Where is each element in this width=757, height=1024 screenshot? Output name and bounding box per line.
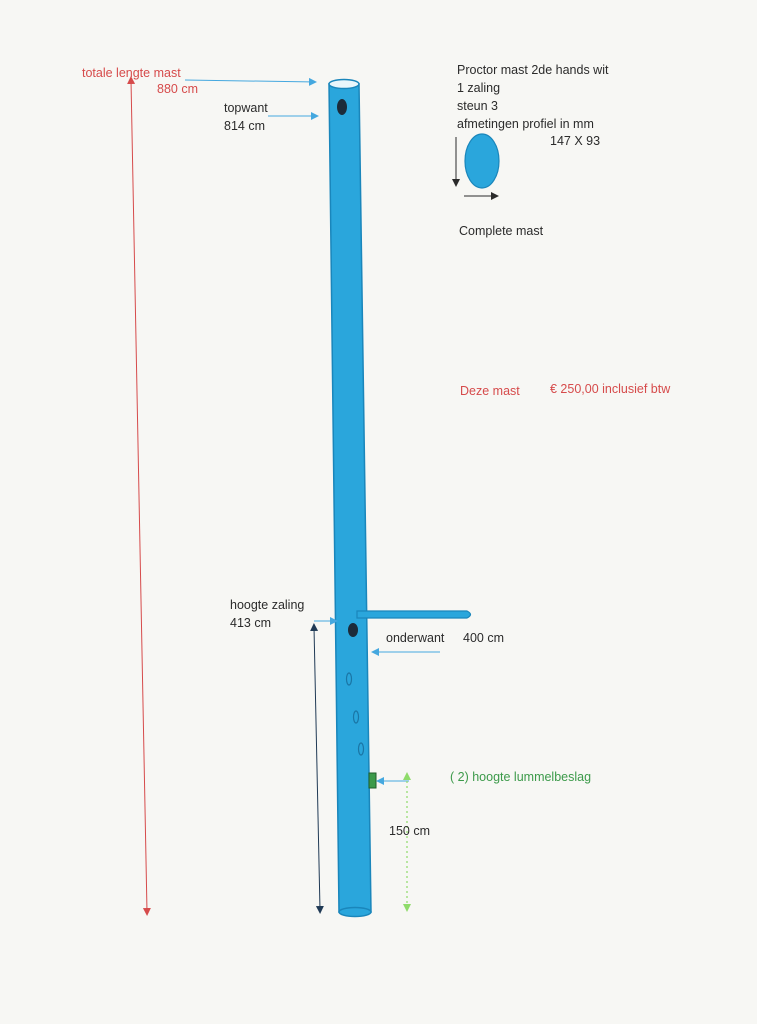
info-line-1: Proctor mast 2de hands wit — [457, 63, 609, 77]
info-line-4: afmetingen profiel in mm — [457, 117, 594, 131]
info-line-3: steun 3 — [457, 99, 498, 113]
total-length-arrow — [127, 76, 151, 916]
mast-base — [338, 906, 372, 918]
profile-dimensions: 147 X 93 — [550, 134, 600, 148]
spreader-height-title: hoogte zaling — [230, 598, 304, 612]
oval-cross-section-icon — [452, 133, 500, 200]
gooseneck-value: 150 cm — [389, 824, 430, 838]
total-length-title: totale lengte mast — [82, 66, 181, 80]
slot-2 — [352, 710, 360, 724]
spreader-hole — [348, 623, 358, 637]
price-value: € 250,00 inclusief btw — [550, 382, 671, 396]
slot-3 — [357, 742, 365, 756]
topwant-value: 814 cm — [224, 119, 265, 133]
total-length-value: 880 cm — [157, 82, 198, 96]
mast-tube — [328, 83, 372, 913]
gooseneck-title: ( 2) hoogte lummelbeslag — [450, 770, 591, 784]
slot-1 — [345, 672, 353, 686]
spreader-height-arrow — [310, 623, 324, 914]
topwant-title: topwant — [224, 101, 268, 115]
spreader-height-value: 413 cm — [230, 616, 271, 630]
lower-shroud-value: 400 cm — [463, 631, 504, 645]
gooseneck-fitting — [368, 772, 377, 789]
spreader-arm — [356, 610, 472, 619]
total-length-pointer — [184, 77, 317, 86]
complete-mast-label: Complete mast — [459, 224, 544, 238]
info-line-2: 1 zaling — [457, 81, 500, 95]
mast-top-cap — [328, 78, 360, 90]
mast — [328, 78, 372, 918]
topwant-hole — [337, 99, 347, 115]
price-label: Deze mast — [460, 384, 520, 398]
lower-shroud-title: onderwant — [386, 631, 445, 645]
